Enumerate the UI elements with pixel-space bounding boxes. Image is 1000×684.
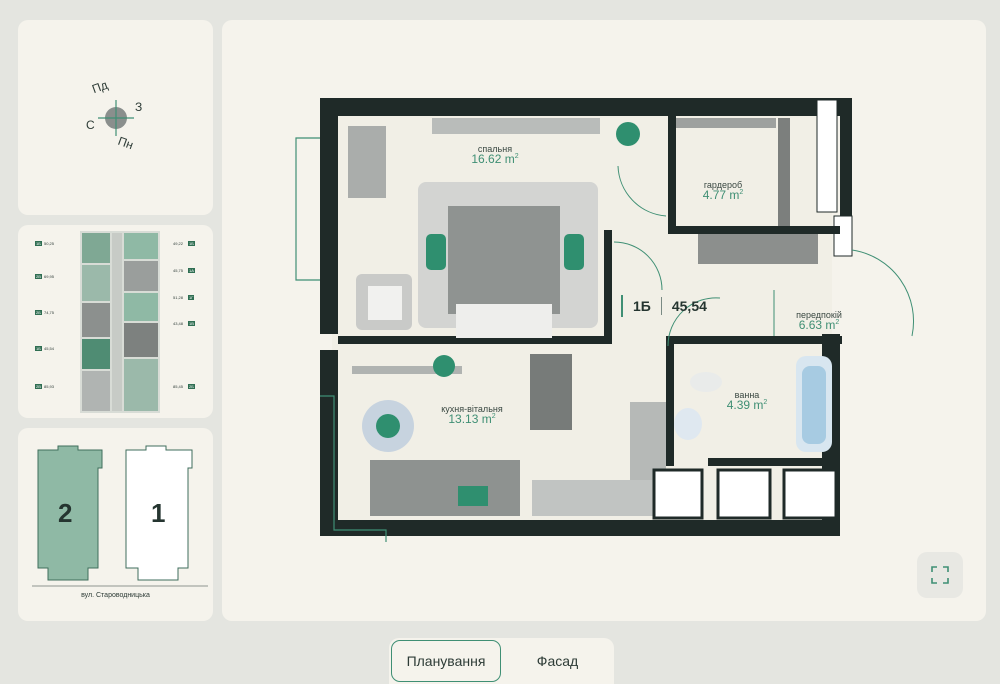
apt-area: 51,28	[173, 295, 184, 300]
compass-icon	[98, 100, 134, 136]
apt-tag: 1Б	[35, 346, 42, 351]
unit-area: 45,54	[671, 298, 707, 314]
apt-tag: 1Б	[35, 241, 42, 246]
apartment-plan-card: спальня 16.62 m2 гардероб 4.77 m2 передп…	[222, 20, 986, 621]
apt-area: 49,22	[173, 241, 184, 246]
apt-area: 85,45	[173, 384, 184, 389]
apt-tag: 2Б	[35, 310, 42, 315]
room-hallway-area: 6.63 m2	[798, 318, 840, 332]
expand-icon	[931, 566, 949, 584]
apt-area: 45,75	[173, 268, 184, 273]
apt-area: 74,75	[44, 310, 55, 315]
compass-west-label: З	[135, 100, 143, 114]
tab-facade[interactable]: Фасад	[536, 653, 579, 669]
floor-plan-mini	[80, 231, 160, 413]
tab-plan[interactable]: Планування	[391, 640, 501, 682]
room-hallway-name: передпокій	[796, 310, 842, 320]
unit-divider	[660, 297, 662, 315]
apt-tag: 1А	[188, 268, 195, 273]
section-map-card: 2 1 вул. Староводницька	[18, 428, 213, 621]
room-bathroom-name: ванна	[734, 390, 760, 400]
apt-tag: 2Б	[188, 384, 195, 389]
unit-accent-bar	[621, 295, 623, 317]
building-1-shape	[125, 445, 193, 581]
room-wardrobe-area: 4.77 m2	[702, 188, 744, 202]
view-tabs: Планування Фасад	[389, 638, 614, 684]
apt-tag: 2В	[35, 384, 42, 389]
apt-area: 43,48	[173, 321, 184, 326]
apt-tag: 2В	[35, 274, 42, 279]
building-1-label[interactable]: 1	[151, 498, 166, 528]
fullscreen-button[interactable]	[917, 552, 963, 598]
unit-code: 1Б	[633, 298, 651, 314]
apt-tag: 1Г	[188, 295, 195, 300]
apt-area: 45,54	[44, 346, 55, 351]
room-kitchen-living-name: кухня-вітальня	[441, 404, 503, 414]
apt-area: 85,93	[44, 384, 55, 389]
street-label: вул. Староводницька	[81, 592, 150, 599]
building-2-label[interactable]: 2	[58, 498, 73, 528]
building-2-shape	[37, 445, 103, 581]
unit-badge: 1Б 45,54	[621, 294, 707, 318]
apt-tag: 1Б	[188, 241, 195, 246]
room-bathroom-area: 4.39 m2	[726, 398, 768, 412]
room-kitchen-living-area: 13.13 m2	[448, 412, 496, 426]
room-bedroom-name: спальня	[477, 144, 513, 154]
compass-east-label: С	[86, 118, 95, 132]
room-bedroom-area: 16.62 m2	[471, 152, 519, 166]
room-wardrobe-name: гардероб	[703, 180, 743, 190]
building-outlines	[32, 445, 208, 587]
compass-card: Пд З С Пн	[18, 20, 213, 215]
apt-area: 69,95	[44, 274, 55, 279]
apartment-plan	[295, 98, 915, 542]
apt-tag: 1В	[188, 321, 195, 326]
floor-plan-card[interactable]: 1Б 50,25 2В 69,95 2Б 74,75 1Б 45,54 2В 8…	[18, 225, 213, 418]
apt-area: 50,25	[44, 241, 55, 246]
